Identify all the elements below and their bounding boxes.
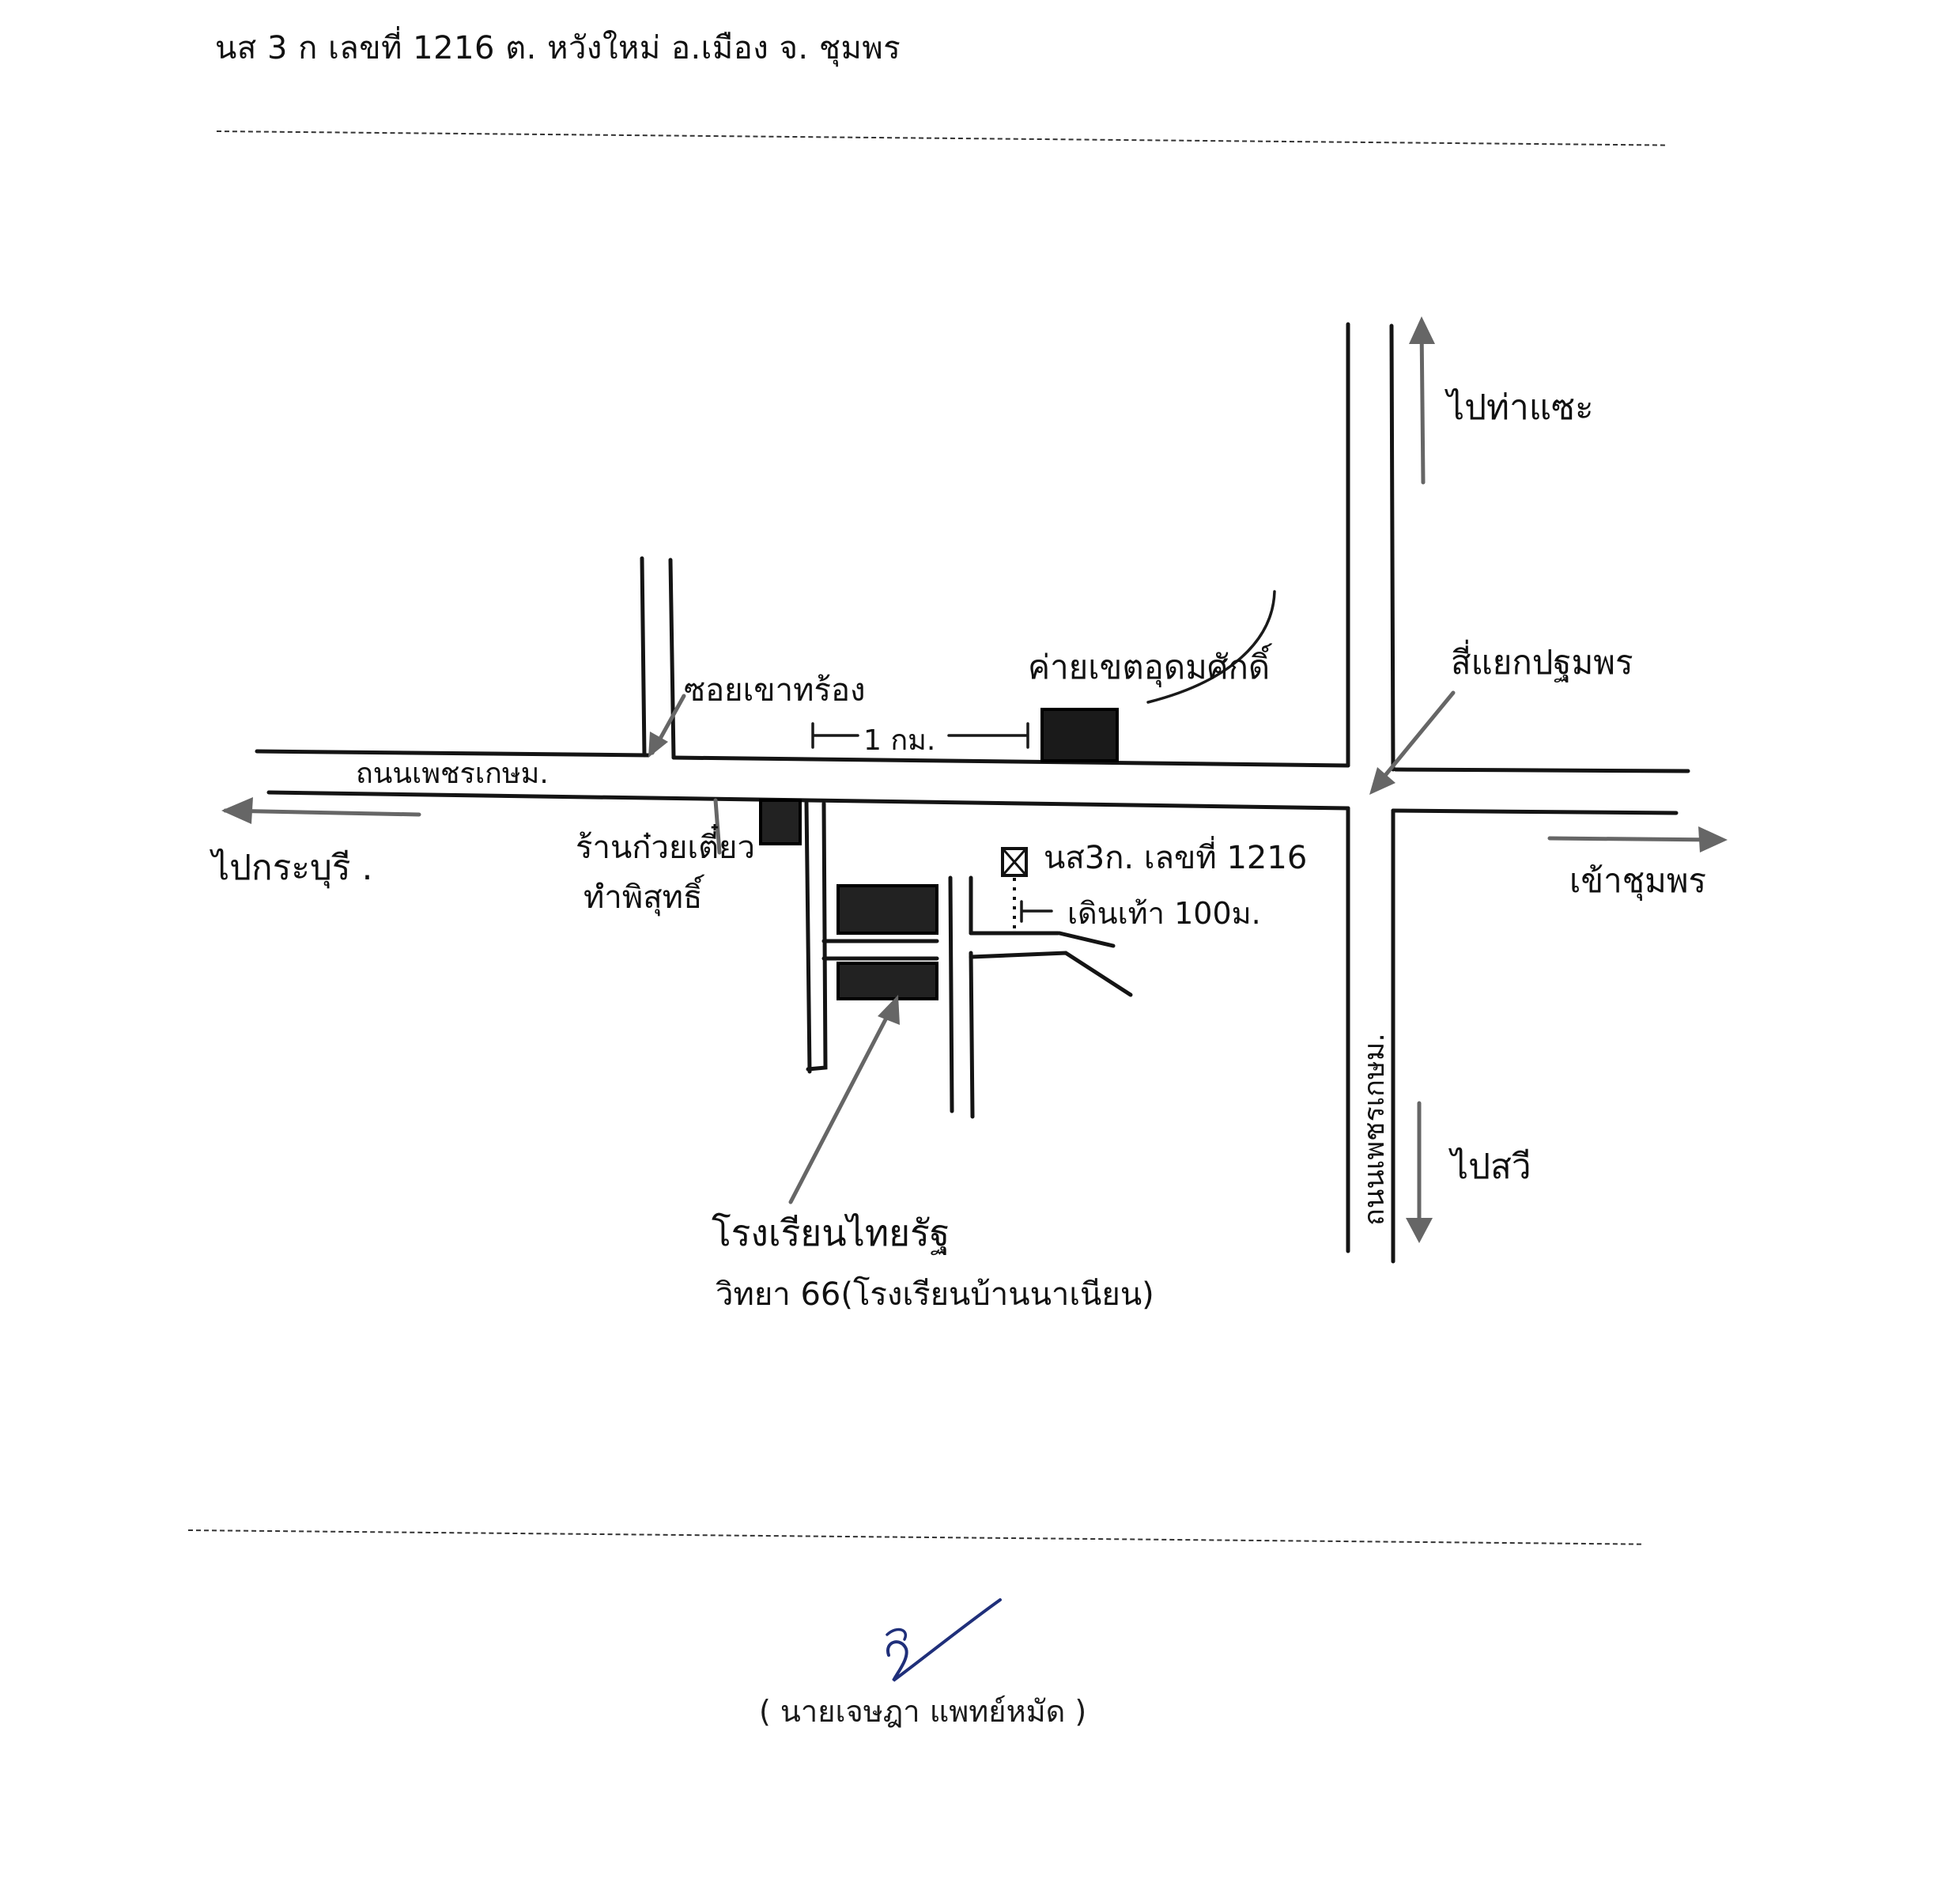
camp-curl [1146,590,1276,704]
soi-west-edge [640,556,647,758]
document-header: นส 3 ก เลขที่ 1216 ต. หวังใหม่ อ.เมือง จ… [215,30,901,66]
label-distance: 1 กม. [863,724,935,757]
east-lane-bottom [969,951,1133,997]
label-intersection: สี่แยกปฐมพร [1451,640,1633,682]
main-road-north-edge-east [1393,767,1690,773]
main-road-south-edge-east [1391,808,1679,815]
label-road-south: ถนนเพชรเกษม. [1358,1033,1391,1226]
label-camp: ค่ายเขตอุดมศักดิ์ [1028,643,1273,688]
arrow-east-icon [1547,826,1728,853]
label-to-tha-sae: ไปท่าแซะ [1445,388,1594,428]
arrow-intersection-pointer-icon [1369,690,1456,795]
school-building-1 [836,884,938,935]
arrow-school-pointer-icon [788,995,900,1204]
label-walk: เดินเท้า 100ม. [1067,896,1261,931]
label-shop-line2: ทำพิสุทธิ์ [583,874,705,917]
school-building-2 [836,962,938,1000]
label-plot: นส3ก. เลขที่ 1216 [1044,836,1307,876]
arrow-west-icon [221,797,421,824]
main-road-north-edge-west [255,749,651,758]
ns-road-east-edge-north [1389,323,1395,772]
label-shop-line1: ร้านก๋วยเตี๋ยว [576,824,755,866]
label-school-line2: วิทยา 66(โรงเรียนบ้านนาเนียน) [716,1276,1154,1313]
signatory-name: ( นายเจษฎา แพทย์หมัด ) [759,1694,1087,1729]
main-road-south-edge-west [266,790,1350,811]
label-to-kra-buri: ไปกระบุรี . [210,848,373,889]
signature-mark [886,1598,1002,1682]
label-to-sawi: ไปสวี [1448,1147,1531,1187]
label-to-chumphon: เข้าชุมพร [1569,861,1706,902]
arrow-south-icon [1406,1101,1433,1243]
arrow-north-icon [1409,316,1435,485]
south-lane-b-east [969,951,975,1119]
camp-building [1040,708,1119,762]
south-lane-b-west [948,875,954,1113]
label-road-west: ถนนเพชรเกษม. [356,758,549,790]
east-lane-bottom-b [1057,931,1116,948]
arrow-soi-pointer-icon [648,694,686,758]
south-lane-a-west [804,800,812,1074]
plot-marker-icon [1001,847,1028,877]
walk-pointer [1020,900,1053,923]
label-soi: ซอยเขาทร้อง [684,672,866,709]
shop-pointer-line [713,798,722,855]
distance-dimension-line [811,722,1029,749]
soi-east-edge [668,558,676,760]
label-school-line1: โรงเรียนไทยรัฐ [712,1212,950,1255]
noodle-shop-building [759,799,802,845]
main-road-north-edge-mid [671,755,1350,768]
south-lane-a-east [806,801,828,1072]
